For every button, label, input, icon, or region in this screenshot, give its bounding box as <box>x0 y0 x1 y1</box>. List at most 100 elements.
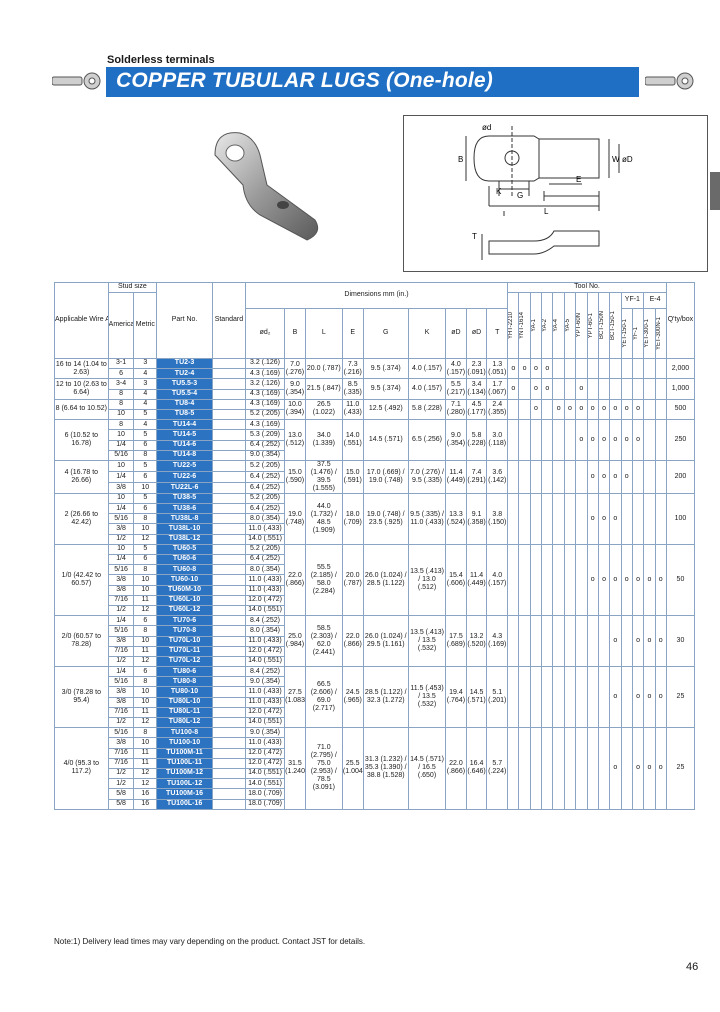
dim-d2-cell: 8.0 (.354) <box>244 513 286 525</box>
dim-d2-cell: 16.4 (.646) <box>465 727 488 810</box>
tool-mark-cell <box>620 357 633 380</box>
stud-american-cell: 3/8 <box>107 584 135 596</box>
part-number-cell: TU2-3 <box>156 357 213 370</box>
dim-t-cell: 4.0 (.157) <box>486 543 509 617</box>
label-l: L <box>544 207 549 216</box>
part-number-cell: TU100M-11 <box>156 747 213 759</box>
part-number-cell: TU60L-12 <box>156 604 213 617</box>
stud-american-cell: 5/16 <box>107 513 135 525</box>
dim-d2-cell: 8.0 (.354) <box>244 625 286 637</box>
stud-american-cell: 8 <box>107 419 135 431</box>
stud-metric-cell: 5 <box>133 408 158 421</box>
stud-american-cell: 6 <box>107 368 135 380</box>
dim-b-cell: 27.5 (1.083) <box>284 666 306 729</box>
tool-mark-cell <box>620 727 633 810</box>
dim-b-cell: 15.0 (.590) <box>284 459 306 494</box>
dim-d2-cell: 12.0 (.472) <box>244 594 286 606</box>
tool-mark-cell: o <box>575 378 588 400</box>
standard-cell <box>211 594 246 606</box>
stud-metric-cell: 4 <box>133 368 158 380</box>
part-number-cell: TU60-10 <box>156 574 213 586</box>
tool-mark-cell <box>631 378 645 400</box>
dim-d2-cell: 6.4 (.252) <box>244 481 286 494</box>
dim-e-cell: 18.0 (.709) <box>341 492 364 545</box>
tool-mark-cell: o <box>507 378 520 400</box>
col-b: B <box>284 308 306 359</box>
tool-mark-cell <box>518 615 531 668</box>
dim-l-cell: 26.5 (1.022) <box>304 398 343 421</box>
part-number-cell: TU60L-10 <box>156 594 213 606</box>
tool-mark-cell <box>563 543 577 617</box>
tool-mark-cell: o <box>609 666 622 729</box>
dim-d2-cell: 3.2 (.126) <box>244 357 286 370</box>
part-number-cell: TU70-8 <box>156 625 213 637</box>
part-number-cell: TU80-10 <box>156 686 213 698</box>
col-k: K <box>407 308 447 359</box>
dim-d2-cell: 9.0 (.354) <box>244 449 286 461</box>
tool-mark-cell <box>586 727 599 810</box>
col-stud: Stud size <box>107 282 158 293</box>
col-phiD2: øD <box>465 308 488 359</box>
standard-cell <box>211 727 246 739</box>
stud-american-cell: 1/4 <box>107 503 135 515</box>
label-b: B <box>458 155 463 164</box>
qty-cell: 250 <box>665 419 696 461</box>
standard-cell <box>211 686 246 698</box>
title-banner: COPPER TUBULAR LUGS (One-hole) <box>106 67 639 97</box>
dim-e-cell: 24.5 (.965) <box>341 666 364 729</box>
dim-d2-cell: 5.8 (.228) <box>465 419 488 461</box>
dim-l-cell: 55.5 (2.185) / 58.0 (2.284) <box>304 543 343 617</box>
stud-metric-cell: 10 <box>133 481 158 494</box>
tool-h-0: YHT-2210 <box>508 311 515 339</box>
standard-cell <box>211 492 246 505</box>
lug-right-icon <box>645 72 694 90</box>
dim-d2-cell: 8.4 (.252) <box>244 666 286 678</box>
stud-metric-cell: 10 <box>133 584 158 596</box>
part-number-cell: TU8-4 <box>156 398 213 410</box>
tool-mark-cell <box>507 398 520 421</box>
dim-d2-cell: 9.0 (.354) <box>244 727 286 739</box>
tool-mark-cell <box>643 378 656 400</box>
tool-mark-cell: o <box>563 398 577 421</box>
tool-mark-cell: o <box>631 543 645 617</box>
dim-k-cell: 4.0 (.157) <box>407 378 447 400</box>
dim-d2-cell: 11.0 (.433) <box>244 523 286 535</box>
tool-mark-cell <box>529 727 543 810</box>
dim-d2-cell: 6.4 (.252) <box>244 503 286 515</box>
dim-b-cell: 7.0 (.276) <box>284 357 306 380</box>
tool-mark-cell <box>541 727 554 810</box>
dim-b-cell: 25.0 (.984) <box>284 615 306 668</box>
qty-cell: 25 <box>665 666 696 729</box>
standard-cell <box>211 635 246 647</box>
dim-d2-cell: 8.4 (.252) <box>244 615 286 627</box>
tool-mark-cell <box>529 492 543 545</box>
dim-d2-cell: 11.4 (.449) <box>465 543 488 617</box>
tool-mark-cell <box>518 727 531 810</box>
tool-mark-cell <box>541 492 554 545</box>
col-g: G <box>362 308 409 359</box>
dim-b-cell: 22.0 (.866) <box>284 543 306 617</box>
tool-mark-cell: o <box>575 398 588 421</box>
tool-mark-cell <box>518 459 531 494</box>
dim-d-cell: 17.5 (.689) <box>445 615 467 668</box>
stud-american-cell: 1/4 <box>107 553 135 566</box>
tool-h-3: YA-2 <box>542 319 549 332</box>
part-number-cell: TU5.5-4 <box>156 388 213 400</box>
stud-metric-cell: 3 <box>133 357 158 370</box>
tool-mark-cell: o <box>654 727 667 810</box>
tool-mark-cell <box>529 615 543 668</box>
standard-cell <box>211 408 246 421</box>
tool-mark-cell <box>654 419 667 461</box>
tool-mark-cell <box>552 615 565 668</box>
stud-american-cell: 5/8 <box>107 788 135 800</box>
tool-mark-cell: o <box>597 543 611 617</box>
dim-d2-cell: 5.2 (.205) <box>244 543 286 556</box>
dim-g-cell: 9.5 (.374) <box>362 357 409 380</box>
dim-t-cell: 3.6 (.142) <box>486 459 509 494</box>
part-number-cell: TU2-4 <box>156 368 213 380</box>
